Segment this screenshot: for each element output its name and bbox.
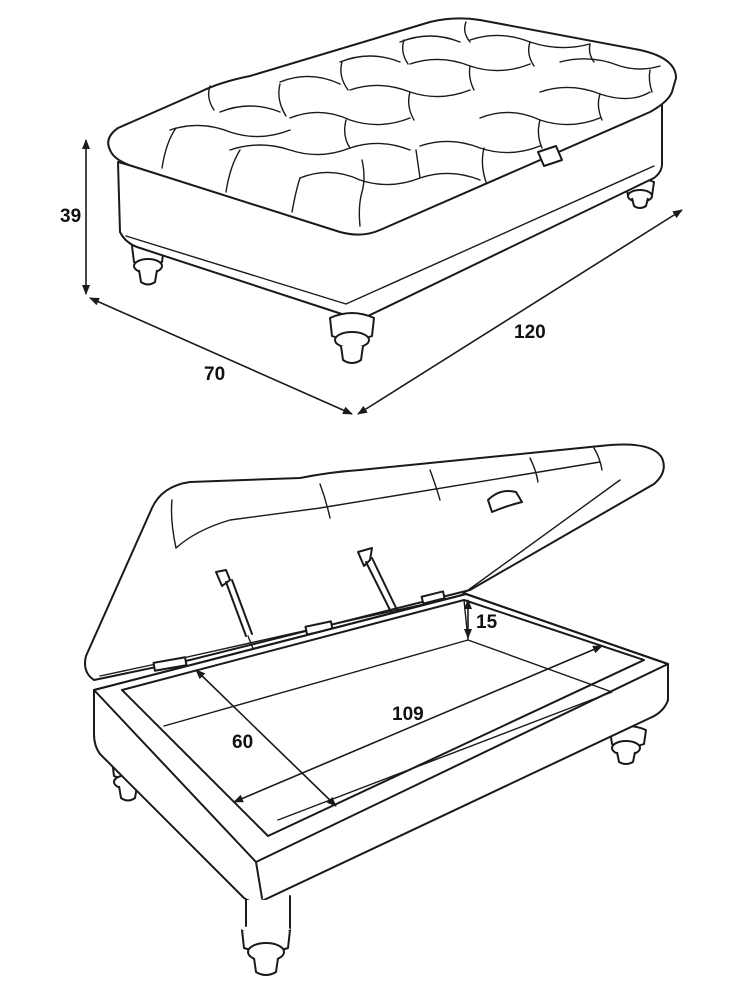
dim-inner-width-label: 109 [392,704,424,725]
open-ottoman [84,443,669,976]
dim-inner-depth-label: 60 [232,732,253,753]
foot-front-left [329,312,375,364]
foot-front-left-open [241,924,291,976]
dim-width-label: 120 [514,322,546,343]
dim-height-label: 39 [60,206,81,227]
dim-width: 120 [357,209,683,415]
lid-pull-tab [537,145,563,167]
dim-depth: 70 [89,297,353,415]
dim-inner-height-label: 15 [476,612,498,633]
dim-height: 39 [60,139,90,295]
dim-inner-height: 15 [464,599,498,639]
dim-depth-label: 70 [204,364,225,385]
open-lid-pull-tab [487,490,523,513]
hinge-left [152,656,188,672]
hinge-right [420,590,446,605]
lid-tufting [170,447,603,549]
ottoman-top-cushion [107,17,677,236]
dim-inner-depth: 60 [195,669,337,807]
tufting-pattern [161,21,661,227]
closed-ottoman [107,17,677,364]
